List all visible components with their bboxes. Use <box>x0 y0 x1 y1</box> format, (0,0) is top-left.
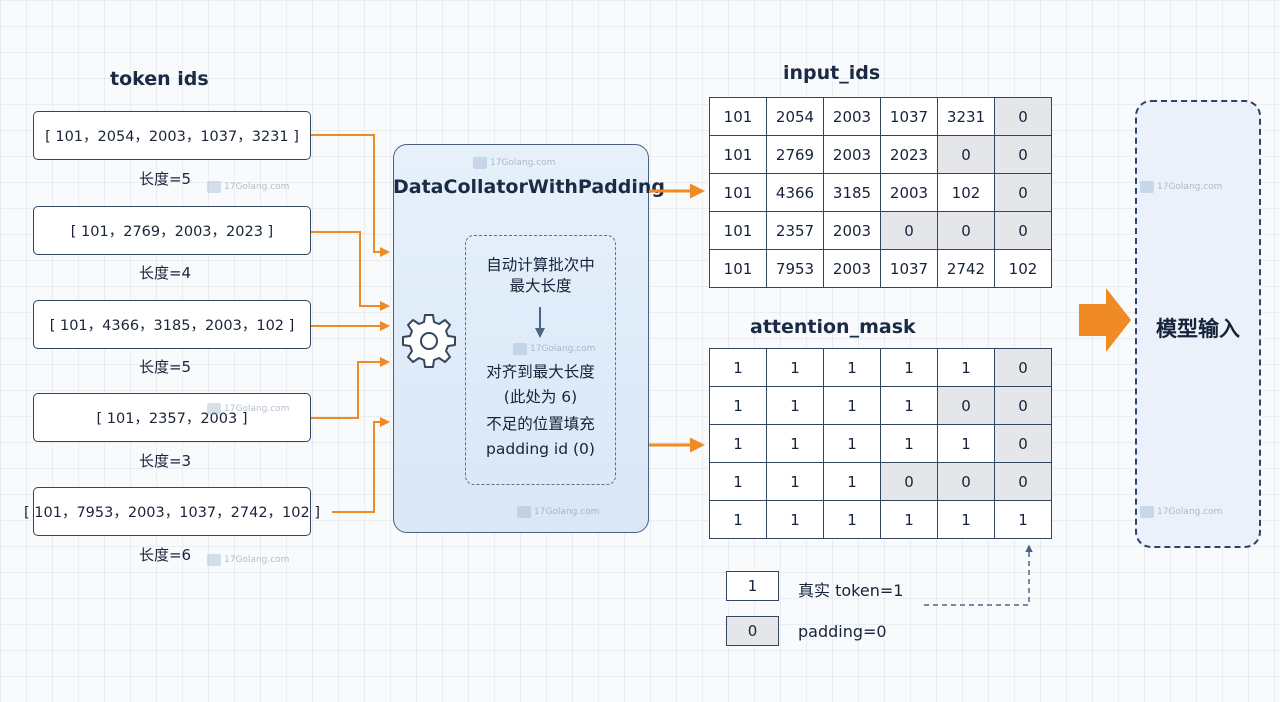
attention-mask-cell: 1 <box>823 348 881 387</box>
attention-mask-cell: 1 <box>994 500 1052 539</box>
input-ids-cell: 2003 <box>823 135 881 174</box>
sequence-length-5: 长度=6 <box>138 546 192 564</box>
sequence-box-1: [ 101，2054，2003，1037，3231 ] <box>33 111 311 160</box>
attention-mask-cell: 1 <box>709 462 767 501</box>
input-ids-cell: 0 <box>994 97 1052 136</box>
input-ids-cell: 1037 <box>880 97 938 136</box>
step-align-line2: (此处为 6) <box>503 388 578 406</box>
sequence-box-4: [ 101，2357，2003 ] <box>33 393 311 442</box>
input-ids-cell: 2003 <box>823 249 881 288</box>
sequence-length-3: 长度=5 <box>138 358 192 376</box>
input-ids-title: input_ids <box>783 62 881 84</box>
legend-callout-arrow <box>924 544 1033 606</box>
input-ids-cell: 0 <box>994 211 1052 250</box>
attention-mask-title: attention_mask <box>750 316 916 338</box>
sequence-box-2: [ 101，2769，2003，2023 ] <box>33 206 311 255</box>
attention-mask-cell: 1 <box>709 386 767 425</box>
attention-mask-cell: 0 <box>880 462 938 501</box>
input-ids-cell: 2003 <box>880 173 938 212</box>
input-ids-cell: 0 <box>994 135 1052 174</box>
attention-mask-cell: 1 <box>709 424 767 463</box>
input-ids-cell: 2357 <box>766 211 824 250</box>
legend-pad-swatch: 0 <box>726 616 779 646</box>
watermark: 17Golang.com <box>1140 506 1222 518</box>
step-compute-max-line1: 自动计算批次中 <box>486 256 595 274</box>
connector-seq-4 <box>311 357 390 419</box>
big-arrow-icon <box>1079 288 1131 352</box>
input-ids-cell: 7953 <box>766 249 824 288</box>
model-input-box <box>1135 100 1261 548</box>
watermark: 17Golang.com <box>517 506 599 518</box>
attention-mask-cell: 1 <box>880 424 938 463</box>
attention-mask-cell: 0 <box>994 348 1052 387</box>
sequence-length-4: 长度=3 <box>138 452 192 470</box>
attention-mask-cell: 0 <box>994 462 1052 501</box>
input-ids-cell: 1037 <box>880 249 938 288</box>
sequence-length-1: 长度=5 <box>138 170 192 188</box>
input-ids-cell: 2769 <box>766 135 824 174</box>
input-ids-cell: 2742 <box>937 249 995 288</box>
legend-pad-label: padding=0 <box>798 622 887 641</box>
input-ids-cell: 101 <box>709 249 767 288</box>
collator-steps-box <box>465 235 616 485</box>
legend-real-swatch: 1 <box>726 571 779 601</box>
watermark: 17Golang.com <box>207 554 289 566</box>
step-pad-line2: padding id (0) <box>486 440 595 458</box>
input-ids-cell: 102 <box>937 173 995 212</box>
data-collator-title: DataCollatorWithPadding <box>393 176 666 198</box>
attention-mask-cell: 1 <box>937 424 995 463</box>
input-ids-cell: 101 <box>709 211 767 250</box>
sequence-box-5: [ 101，7953，2003，1037，2742，102 ] <box>24 487 320 536</box>
model-input-label: 模型输入 <box>1156 317 1240 341</box>
input-ids-cell: 0 <box>937 135 995 174</box>
input-ids-cell: 101 <box>709 135 767 174</box>
input-ids-cell: 3231 <box>937 97 995 136</box>
legend-real-label: 真实 token=1 <box>798 581 904 600</box>
watermark: 17Golang.com <box>1140 181 1222 193</box>
connector-seq-2 <box>311 231 390 311</box>
watermark: 17Golang.com <box>207 403 289 415</box>
connector-seq-1 <box>311 134 390 257</box>
attention-mask-cell: 0 <box>937 386 995 425</box>
step-align-line1: 对齐到最大长度 <box>486 363 595 381</box>
attention-mask-cell: 1 <box>937 500 995 539</box>
connector-seq-5 <box>332 417 390 513</box>
step-pad-line1: 不足的位置填充 <box>486 415 595 433</box>
gear-icon <box>402 314 456 368</box>
sequence-length-2: 长度=4 <box>138 264 192 282</box>
attention-mask-cell: 1 <box>709 348 767 387</box>
attention-mask-cell: 1 <box>766 500 824 539</box>
attention-mask-cell: 1 <box>766 348 824 387</box>
watermark: 17Golang.com <box>473 157 555 169</box>
attention-mask-cell: 1 <box>766 424 824 463</box>
input-ids-cell: 102 <box>994 249 1052 288</box>
step-compute-max-line2: 最大长度 <box>509 277 572 295</box>
watermark: 17Golang.com <box>207 181 289 193</box>
input-ids-cell: 2003 <box>823 97 881 136</box>
attention-mask-cell: 0 <box>994 424 1052 463</box>
input-ids-cell: 0 <box>937 211 995 250</box>
sequence-box-3: [ 101，4366，3185，2003，102 ] <box>33 300 311 349</box>
watermark: 17Golang.com <box>513 343 595 355</box>
attention-mask-cell: 1 <box>766 462 824 501</box>
token-ids-title: token ids <box>110 68 209 90</box>
